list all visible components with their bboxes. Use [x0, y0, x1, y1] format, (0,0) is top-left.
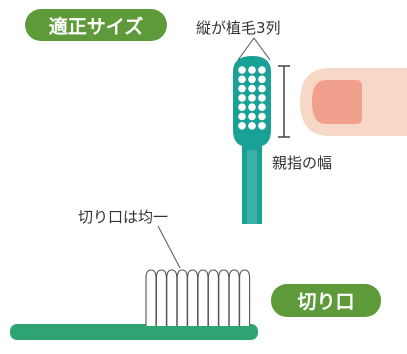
bristle-dot [238, 122, 246, 130]
bristle-dot [238, 94, 246, 102]
bristle-dot [238, 112, 246, 121]
bristle-tuft [187, 269, 199, 326]
thumb-icon [300, 68, 407, 136]
bristle-dot [258, 122, 266, 130]
bristle-dot [258, 75, 266, 84]
bristle-dot [248, 103, 256, 111]
bristle-dot [238, 84, 246, 93]
bristle-tuft [207, 269, 219, 326]
bristle-tuft [176, 269, 188, 326]
bristle-dot [248, 112, 256, 121]
bristle-dot [258, 94, 266, 102]
bristle-dot [248, 122, 256, 130]
bristle-dot [238, 66, 246, 74]
upright-toothbrush [233, 56, 271, 224]
proper-size-badge: 適正サイズ [25, 9, 167, 41]
bristle-dots [238, 66, 266, 130]
bristle-tuft [197, 269, 209, 326]
bristle-tuft [166, 269, 178, 326]
bristle-tuft [145, 269, 157, 326]
bristle-dot [248, 94, 256, 102]
side-toothbrush [10, 269, 258, 340]
thumb-width-label: 親指の幅 [272, 154, 333, 172]
bristle-dot [258, 103, 266, 111]
bristle-dot [238, 75, 246, 84]
cut-pointer-line [157, 225, 181, 269]
bristle-tufts [145, 269, 251, 326]
bristle-dot [248, 84, 256, 93]
width-bracket [278, 65, 290, 138]
even-cut-label: 切り口は均一 [78, 208, 169, 226]
bristle-tuft [228, 269, 240, 326]
bristle-dot [258, 112, 266, 121]
bristle-dot [248, 66, 256, 74]
bristle-dot [238, 103, 246, 111]
bristle-dot [258, 66, 266, 74]
bristle-tuft [155, 269, 167, 326]
three-rows-label: 縦が植毛3列 [196, 19, 281, 37]
rows-pointer-lines [237, 37, 271, 61]
bristle-dot [248, 75, 256, 84]
bristle-dot [258, 84, 266, 93]
cut-mouth-badge: 切り口 [271, 284, 381, 317]
bristle-tuft [239, 269, 251, 326]
bristle-tuft [218, 269, 230, 326]
